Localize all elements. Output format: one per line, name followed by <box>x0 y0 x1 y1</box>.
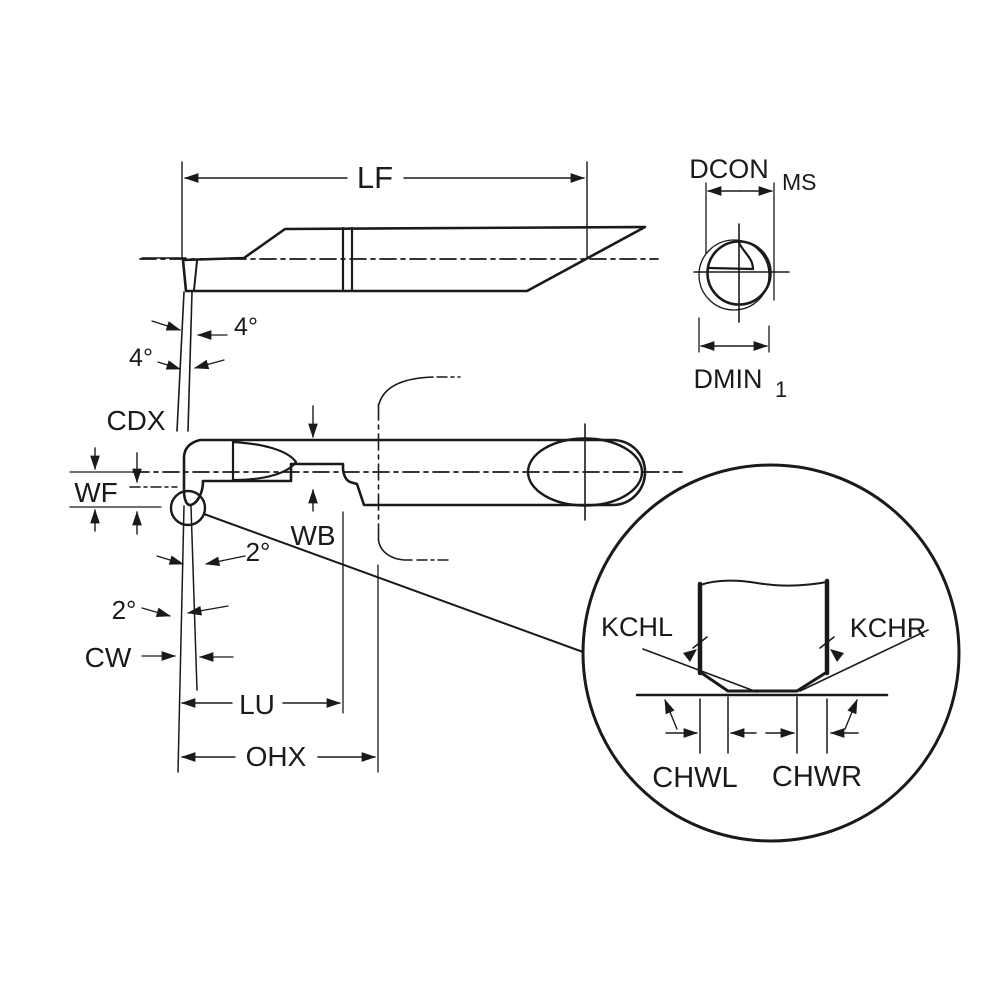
leader-line <box>156 555 185 565</box>
dcon-label: DCON <box>689 154 769 184</box>
surface-pointer-arrow <box>844 699 858 730</box>
dmin-dimension: DMIN 1 <box>694 317 787 402</box>
surface-pointer-arrow <box>664 699 678 730</box>
neck-transition-contour <box>231 439 298 483</box>
angle-4-label: 4° <box>129 344 153 372</box>
angle-2-lower-dimension: 2° <box>112 595 229 625</box>
detail-leader-line <box>203 513 584 653</box>
angle-arrowhead <box>830 649 844 662</box>
insert-chamfer-outline <box>698 670 829 693</box>
dmin-label: DMIN <box>694 364 763 394</box>
kchr-angle-dimension: KCHR <box>799 613 929 692</box>
clearance-line <box>187 291 193 432</box>
lf-label: LF <box>357 160 393 195</box>
dmin-subscript: 1 <box>775 377 787 402</box>
angle-2-label: 2° <box>246 537 271 567</box>
leader-line <box>157 360 182 370</box>
leader-line <box>151 320 182 331</box>
leader-line <box>204 555 246 567</box>
leader-line <box>193 359 225 370</box>
leader-line <box>141 607 172 617</box>
break-hook-bottom <box>377 539 413 561</box>
kchr-label: KCHR <box>850 613 927 643</box>
chwl-dimension: CHWL <box>652 696 757 794</box>
angle-2-label: 2° <box>112 595 137 625</box>
detail-view: KCHL KCHR CHWL CHWR <box>581 463 961 843</box>
min-bore-circle <box>698 239 770 311</box>
lu-dimension: LU <box>180 511 344 720</box>
lu-label: LU <box>239 689 275 720</box>
chwl-label: CHWL <box>652 762 737 794</box>
tool-body <box>181 225 647 293</box>
top-side-view: LF 4° 4° <box>129 160 659 432</box>
ohx-label: OHX <box>246 741 307 772</box>
clearance-line <box>176 291 185 432</box>
wf-dimension: WF <box>74 447 118 532</box>
leader-line <box>186 605 229 616</box>
edge-tick <box>819 636 835 649</box>
dcon-subscript: MS <box>782 169 817 195</box>
wf-label: WF <box>74 477 118 508</box>
insert-cross-section <box>699 579 828 692</box>
break-line <box>377 376 461 561</box>
angle-2-upper-dimension: 2° <box>156 537 271 567</box>
detail-circle <box>581 463 961 843</box>
wb-dimension: WB <box>290 405 336 551</box>
ohx-dimension: OHX <box>180 564 379 773</box>
wb-label: WB <box>290 520 335 551</box>
clearance-line <box>190 505 198 691</box>
clearance-line <box>177 505 185 773</box>
dcon-dimension: DCON MS <box>689 154 817 301</box>
cross-section-view: DCON MS DMIN 1 <box>689 154 816 402</box>
kchl-label: KCHL <box>601 612 673 642</box>
break-hook-top <box>378 376 434 405</box>
angle-arrowhead <box>683 649 697 662</box>
edge-tick <box>692 636 708 649</box>
cw-dimension: CW <box>85 642 234 673</box>
tip-edge-line <box>193 260 198 291</box>
angle-4-upper-dimension: 4° <box>151 313 258 341</box>
cutting-edge-curve <box>737 241 755 271</box>
cutting-edge-chord <box>707 266 755 271</box>
cdx-label: CDX <box>106 405 165 436</box>
main-side-view: WB WF CDX 2° 2° CW <box>69 376 683 773</box>
angle-4-label: 4° <box>234 313 258 341</box>
kchl-angle-dimension: KCHL <box>601 612 758 693</box>
detail-marker-circle <box>169 489 207 527</box>
chwr-dimension: CHWR <box>765 696 862 793</box>
angle-4-lower-dimension: 4° <box>129 344 225 372</box>
chamfer-angle-line <box>642 648 758 693</box>
cw-label: CW <box>85 642 132 673</box>
chamfer-angle-line <box>799 629 929 692</box>
lf-dimension: LF <box>181 160 588 259</box>
cdx-dimension: CDX <box>106 405 166 535</box>
tool-body <box>182 438 647 507</box>
chwr-label: CHWR <box>772 761 862 793</box>
